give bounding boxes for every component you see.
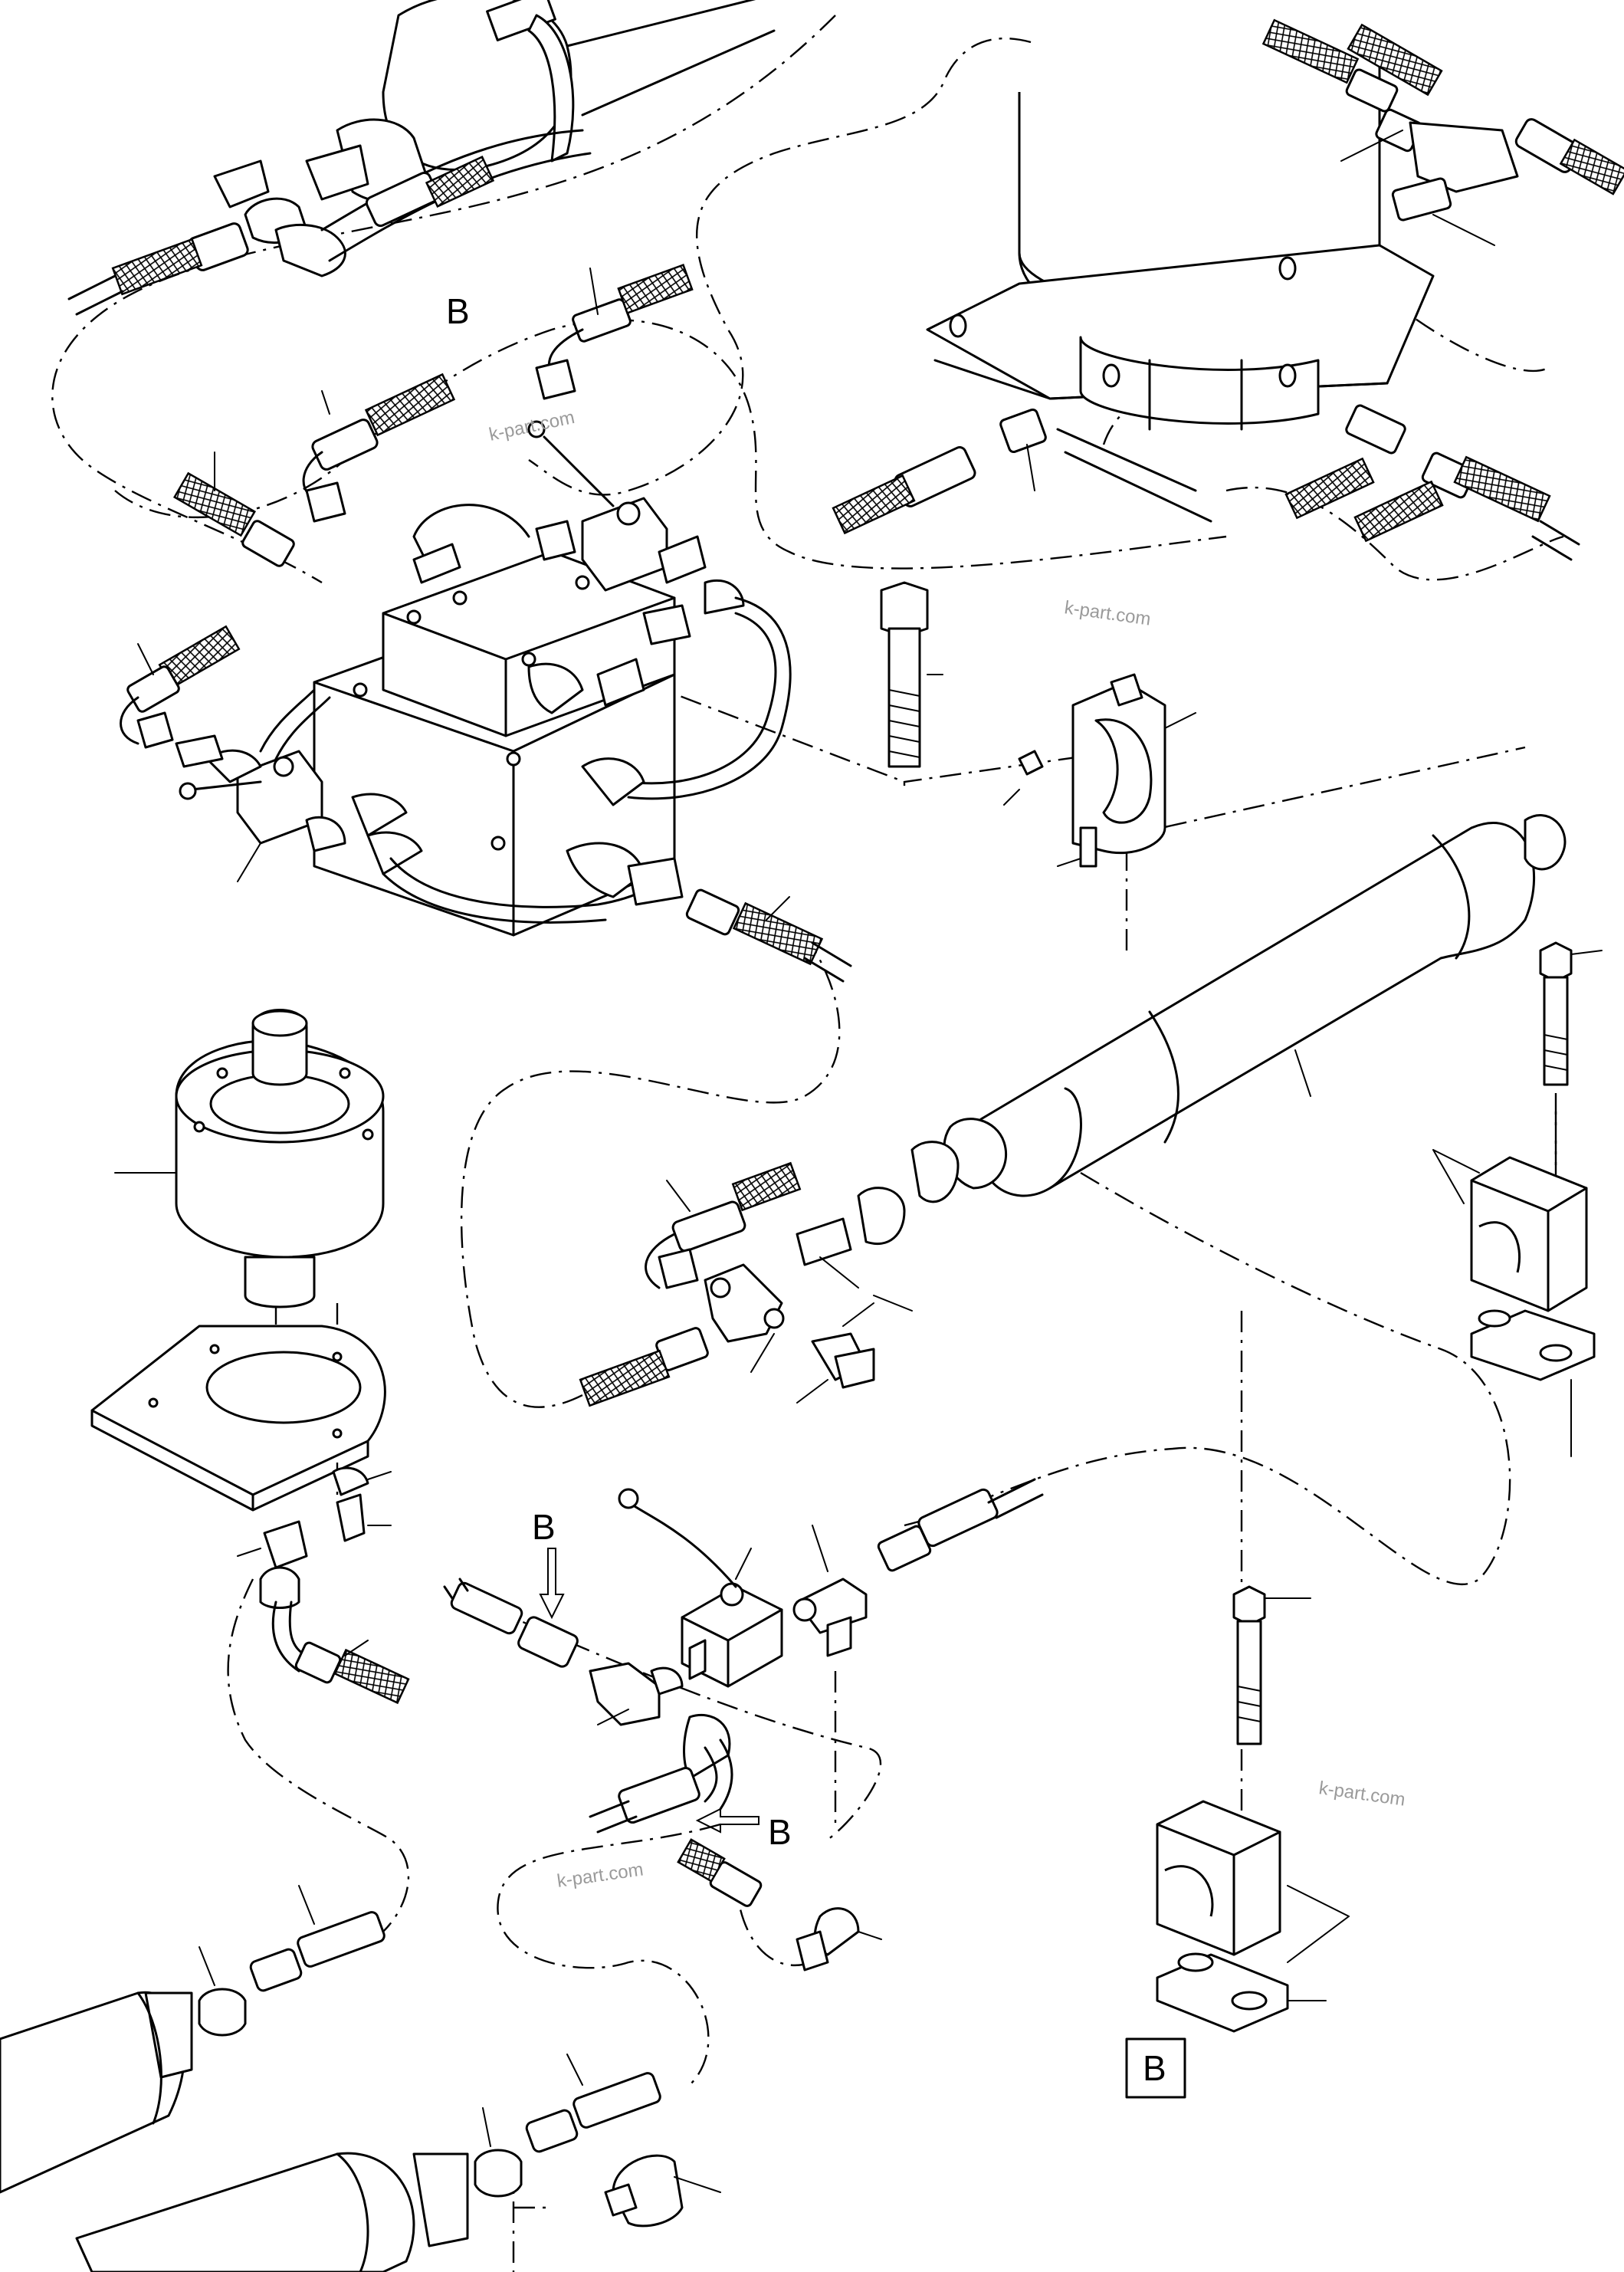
view-b-box-frame <box>1125 2037 1186 2099</box>
view-b-label-upper-arrow: B <box>532 1507 556 1547</box>
lower-cylinders <box>0 1885 721 2272</box>
valve-block <box>175 420 792 937</box>
right-clamp-assembly <box>1432 941 1603 1457</box>
upper-right-tank <box>832 18 1624 561</box>
watermark-2: k-part.com <box>1063 597 1152 630</box>
watermark-4: k-part.com <box>556 1859 645 1892</box>
watermark-1: k-part.com <box>487 407 576 445</box>
center-tee-fittings <box>579 1161 913 1407</box>
view-b-label-top: B <box>446 291 470 331</box>
accumulator-assembly <box>90 1009 392 1609</box>
main-hydraulic-cylinder <box>857 814 1567 1246</box>
upper-left-cylinder-assembly <box>67 0 776 316</box>
lower-valve-assembly <box>271 1478 1044 1972</box>
view-b-box-label: B <box>1143 2048 1166 2088</box>
view-arrows <box>539 1548 760 1834</box>
bolt-and-clamp-upper <box>880 581 1196 868</box>
upper-hose-group <box>120 264 694 749</box>
view-b-label-lower-arrow: B <box>768 1812 792 1852</box>
lower-clamp-detail <box>1125 1585 1350 2099</box>
watermark-3: k-part.com <box>1317 1778 1406 1811</box>
valve-outlet-hose <box>685 888 852 983</box>
